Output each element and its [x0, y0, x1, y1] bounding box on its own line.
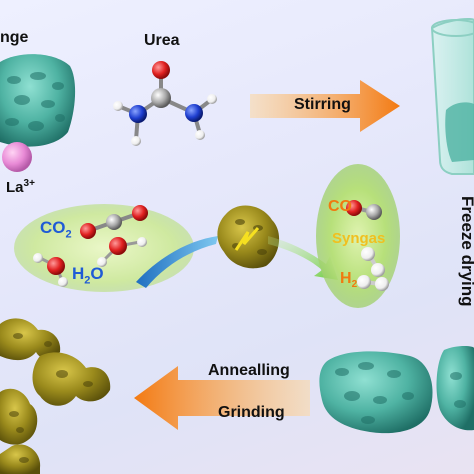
- freeze-drying-label: Freeze drying: [458, 196, 474, 307]
- catalyst-particle: [217, 205, 280, 269]
- annealling-label: Annealling: [208, 362, 290, 379]
- urea-nitrogen-atom: [129, 105, 147, 123]
- h2-label: H2: [340, 270, 357, 290]
- urea-nitrogen-atom: [185, 104, 203, 122]
- beaker-icon: [430, 18, 474, 175]
- h2-subscript: 2: [351, 279, 358, 291]
- syngas-label: Syngas: [332, 230, 386, 247]
- la-ion-charge: 3+: [23, 178, 35, 189]
- urea-hydrogen-atom: [113, 101, 123, 111]
- co-label: CO: [328, 198, 352, 215]
- sponge-foam-top-left: [0, 54, 76, 147]
- co-molecule: [346, 200, 382, 220]
- h2-molecule: [357, 275, 389, 291]
- stirring-label: Stirring: [294, 96, 351, 113]
- co2-label: CO2: [40, 218, 72, 240]
- catalyst-foam-bottom-left: [0, 318, 111, 474]
- urea-oxygen-atom: [152, 61, 170, 79]
- la-ion-ball: [2, 142, 32, 172]
- urea-hydrogen-atom: [207, 94, 217, 104]
- annealling-grinding-arrow: [134, 366, 310, 430]
- urea-hydrogen-atom: [131, 136, 141, 146]
- light-arc-icon: [136, 236, 218, 288]
- la-ion-text: La: [6, 179, 24, 196]
- stirring-arrow: [250, 80, 400, 132]
- h2o-text-h: H: [72, 264, 85, 283]
- urea-carbon-atom: [151, 88, 171, 108]
- sponge-foam-bottom-right: [319, 346, 474, 434]
- h2o-text-o: O: [90, 264, 104, 283]
- h2o-label: H2O: [72, 264, 104, 286]
- la-ion-label: La3+: [6, 178, 35, 196]
- sponge-label: nge: [0, 29, 29, 46]
- co2-text: CO: [40, 218, 66, 237]
- co2-subscript: 2: [65, 228, 72, 241]
- h2-molecule: [361, 247, 385, 277]
- h2-text: H: [340, 270, 352, 287]
- h2o-molecule: [33, 253, 68, 287]
- reaction-arrow: [268, 236, 338, 280]
- urea-hydrogen-atom: [195, 130, 205, 140]
- h2o-subscript: 2: [84, 274, 91, 287]
- h2o-molecule: [97, 237, 147, 267]
- urea-label: Urea: [144, 32, 180, 49]
- co2-molecule: [80, 205, 148, 239]
- grinding-label: Grinding: [218, 404, 285, 421]
